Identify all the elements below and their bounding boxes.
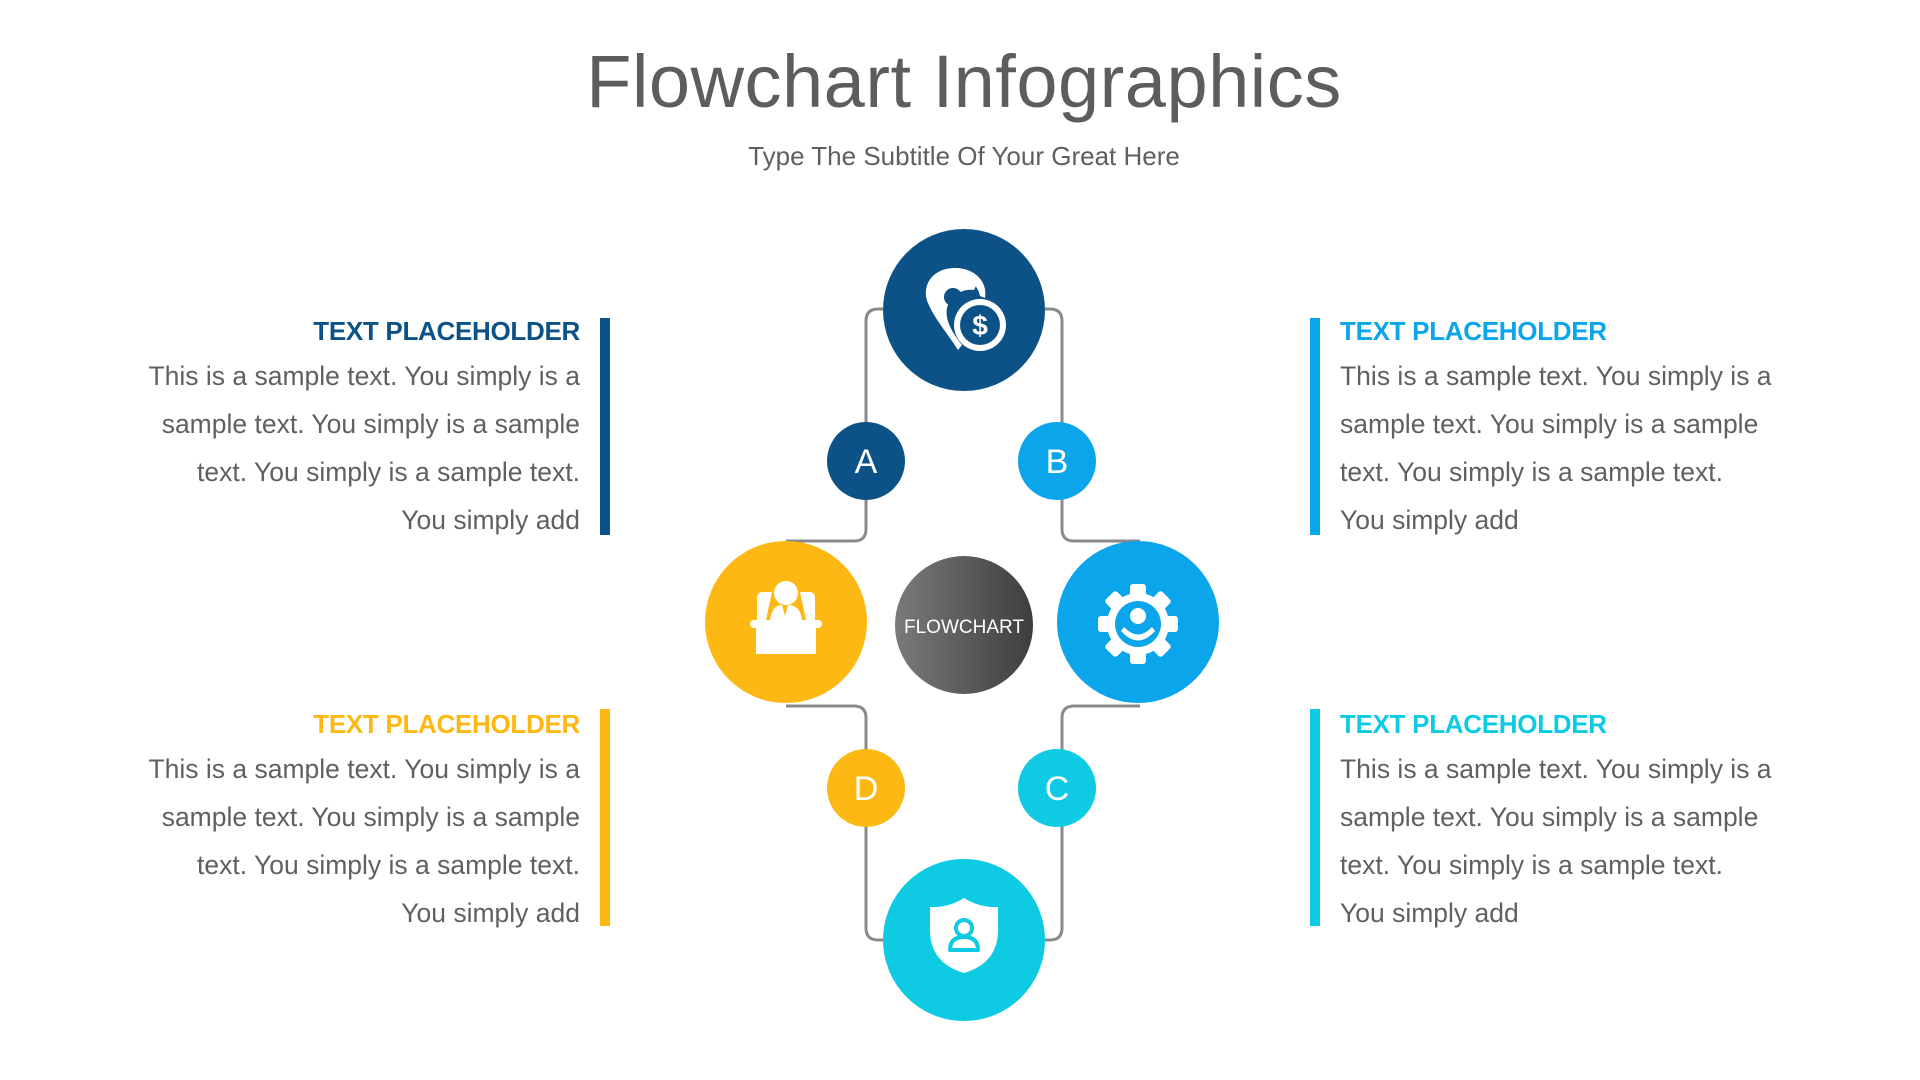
block-body: This is a sample text. You simply is a s… [1340,352,1860,544]
text-block-bottom-right: TEXT PLACEHOLDER This is a sample text. … [1340,709,1860,937]
text-block-bottom-left: TEXT PLACEHOLDER This is a sample text. … [60,709,580,937]
text-block-top-right: TEXT PLACEHOLDER This is a sample text. … [1340,316,1860,544]
step-label: A [855,443,878,481]
center-node[interactable]: FLOWCHART [895,556,1033,694]
block-heading: TEXT PLACEHOLDER [313,709,580,739]
accent-bar-top-right [1310,318,1320,535]
body-line: You simply add [401,898,580,928]
body-line: text. You simply is a sample text. [1340,457,1723,487]
body-line: This is a sample text. You simply is a [148,361,580,391]
node-top[interactable]: $ [883,229,1045,391]
body-line: You simply add [1340,505,1519,535]
block-heading: TEXT PLACEHOLDER [1340,316,1607,346]
center-label: FLOWCHART [904,617,1024,638]
node-left[interactable] [705,541,867,703]
body-line: You simply add [401,505,580,535]
body-line: sample text. You simply is a sample [1340,802,1759,832]
body-line: You simply add [1340,898,1519,928]
page-title: Flowchart Infographics [586,40,1342,123]
page-subtitle: Type The Subtitle Of Your Great Here [748,141,1180,171]
accent-bar-bottom-right [1310,709,1320,926]
body-line: sample text. You simply is a sample [1340,409,1759,439]
body-line: This is a sample text. You simply is a [1340,361,1772,391]
step-label: D [854,770,879,808]
body-line: text. You simply is a sample text. [197,850,580,880]
speaker-podium-icon [750,581,822,654]
step-label: C [1045,770,1070,808]
body-line: This is a sample text. You simply is a [1340,754,1772,784]
step-a[interactable]: A [827,422,905,500]
svg-text:$: $ [972,310,988,341]
block-heading: TEXT PLACEHOLDER [1340,709,1607,739]
accent-bar-bottom-left [600,709,610,926]
shield-user-icon [930,898,998,973]
body-line: sample text. You simply is a sample [161,409,580,439]
body-line: text. You simply is a sample text. [197,457,580,487]
block-heading: TEXT PLACEHOLDER [313,316,580,346]
block-body: This is a sample text. You simply is a s… [60,352,580,544]
gear-user-icon [1098,584,1178,664]
step-label: B [1046,443,1069,481]
accent-bar-top-left [600,318,610,535]
text-block-top-left: TEXT PLACEHOLDER This is a sample text. … [60,316,580,544]
step-c[interactable]: C [1018,749,1096,827]
body-line: sample text. You simply is a sample [161,802,580,832]
step-d[interactable]: D [827,749,905,827]
step-b[interactable]: B [1018,422,1096,500]
body-line: This is a sample text. You simply is a [148,754,580,784]
body-line: text. You simply is a sample text. [1340,850,1723,880]
location-dollar-icon: $ [925,268,1006,351]
block-body: This is a sample text. You simply is a s… [1340,745,1860,937]
node-right[interactable] [1057,541,1219,703]
node-bottom[interactable] [883,859,1045,1021]
block-body: This is a sample text. You simply is a s… [60,745,580,937]
